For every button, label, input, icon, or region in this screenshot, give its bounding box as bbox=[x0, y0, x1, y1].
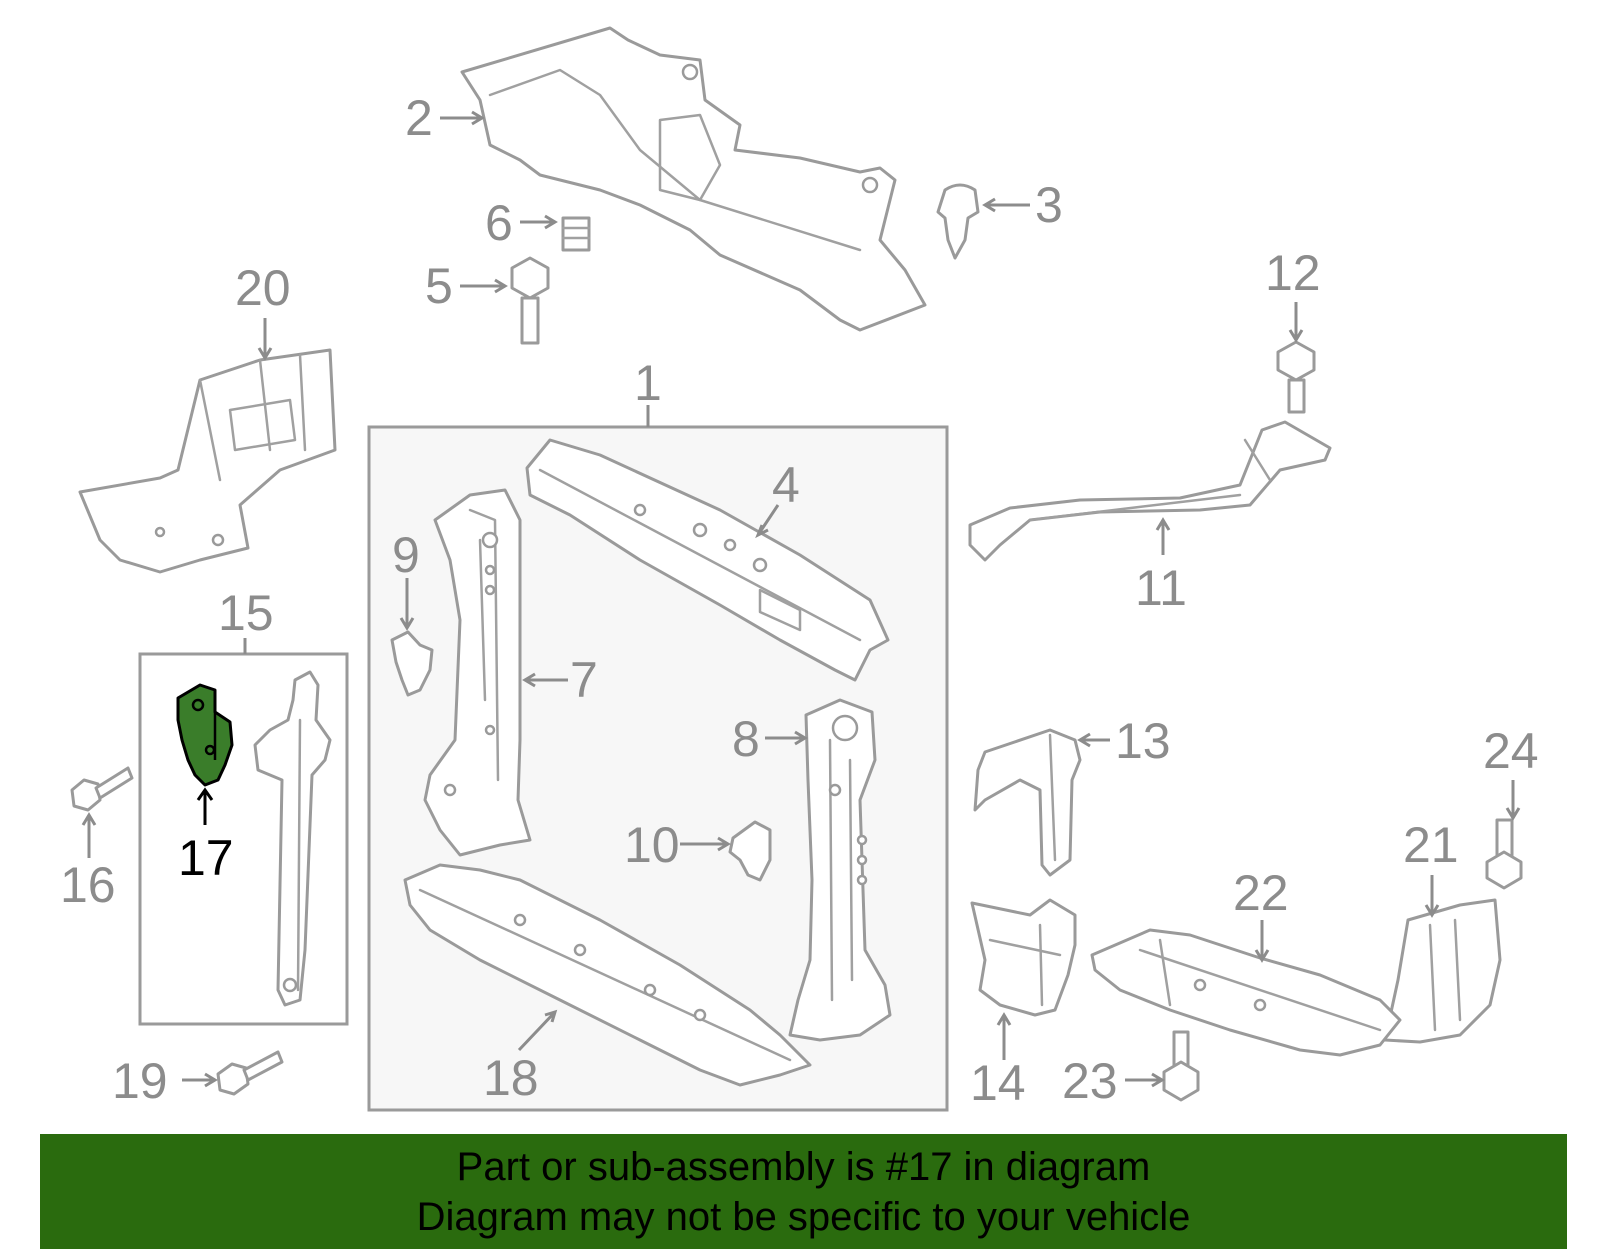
part-21-side-cover[interactable] bbox=[1383, 898, 1502, 1044]
callout-6: 6 bbox=[485, 195, 513, 251]
callout-22: 22 bbox=[1233, 865, 1289, 921]
part-17-bracket-highlighted[interactable] bbox=[176, 683, 234, 787]
part-18-lower-tie-bar[interactable] bbox=[403, 863, 812, 1087]
callout-3: 3 bbox=[1035, 177, 1063, 233]
info-banner: Part or sub-assembly is #17 in diagram D… bbox=[40, 1134, 1567, 1249]
callout-20: 20 bbox=[235, 260, 291, 316]
callout-24: 24 bbox=[1483, 723, 1539, 779]
part-11-brace[interactable] bbox=[968, 420, 1332, 562]
part-9-bracket[interactable] bbox=[390, 630, 434, 697]
callout-15: 15 bbox=[218, 585, 274, 641]
part-10-bracket[interactable] bbox=[728, 820, 772, 882]
banner-line-disclaimer: Diagram may not be specific to your vehi… bbox=[416, 1194, 1191, 1239]
part-7-left-side-support[interactable] bbox=[423, 488, 532, 857]
callout-18: 18 bbox=[483, 1050, 539, 1106]
part-24-bolt[interactable] bbox=[1485, 818, 1523, 890]
part-5-bolt[interactable] bbox=[510, 256, 550, 345]
callout-21: 21 bbox=[1403, 817, 1459, 873]
callout-10: 10 bbox=[624, 817, 680, 873]
callout-16: 16 bbox=[60, 857, 116, 913]
part-6-cushion[interactable] bbox=[561, 216, 591, 252]
callout-12: 12 bbox=[1265, 245, 1321, 301]
part-15-support-member[interactable] bbox=[253, 670, 332, 1007]
callout-13: 13 bbox=[1115, 713, 1171, 769]
callout-5: 5 bbox=[425, 258, 453, 314]
part-14-air-guide[interactable] bbox=[970, 898, 1077, 1017]
part-3-clip[interactable] bbox=[936, 183, 980, 260]
callout-2: 2 bbox=[405, 90, 433, 146]
part-22-under-cover[interactable] bbox=[1090, 928, 1402, 1057]
part-8-right-side-support[interactable] bbox=[788, 698, 892, 1042]
callout-11: 11 bbox=[1135, 560, 1187, 616]
callout-23: 23 bbox=[1062, 1053, 1118, 1109]
callout-19: 19 bbox=[112, 1053, 168, 1109]
part-4-upper-tie-bar[interactable] bbox=[525, 438, 890, 682]
callout-14: 14 bbox=[970, 1055, 1026, 1111]
part-16-bolt[interactable] bbox=[70, 766, 134, 812]
callout-8: 8 bbox=[732, 711, 760, 767]
leader-lines bbox=[81, 110, 1521, 1088]
callout-9: 9 bbox=[392, 527, 420, 583]
part-20-side-deflector[interactable] bbox=[78, 348, 337, 574]
part-12-bolt[interactable] bbox=[1276, 340, 1316, 414]
callout-labels: 1 2 3 4 5 6 7 8 9 10 11 12 13 14 15 16 1… bbox=[60, 90, 1539, 1111]
callout-7: 7 bbox=[570, 652, 598, 708]
part-23-bolt[interactable] bbox=[1162, 1030, 1200, 1102]
callout-4: 4 bbox=[772, 457, 800, 513]
callout-17-highlighted: 17 bbox=[178, 830, 234, 886]
callout-1: 1 bbox=[634, 355, 662, 411]
part-19-bolt[interactable] bbox=[216, 1050, 284, 1096]
part-13-air-guide[interactable] bbox=[973, 728, 1082, 877]
part-2-support-cover[interactable] bbox=[460, 26, 927, 332]
banner-line-part: Part or sub-assembly is #17 in diagram bbox=[456, 1144, 1151, 1189]
